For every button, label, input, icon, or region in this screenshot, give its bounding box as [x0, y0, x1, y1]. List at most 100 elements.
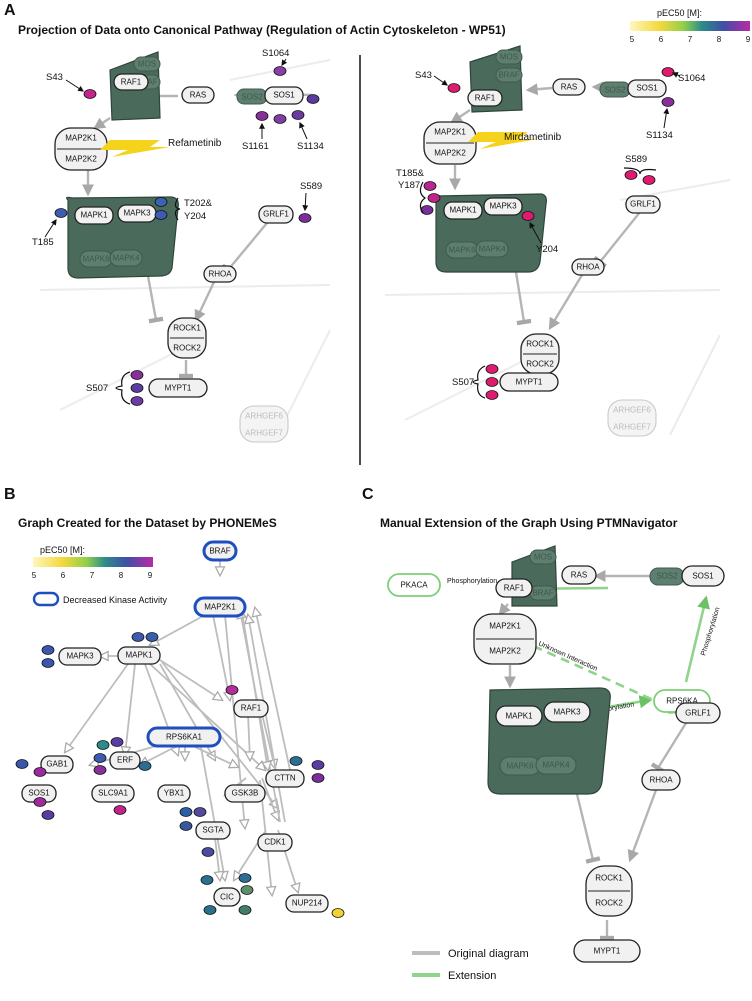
- pathway-right: MOS BRAF RAF1 RAS SOS2 SOS1 MAP2K1 MAP2K…: [396, 45, 705, 437]
- site-dot: [41, 645, 55, 655]
- colorbar-a: pEC50 [M]: 5 6 7 8 9: [630, 8, 751, 44]
- pointer-s589-a: [302, 192, 309, 212]
- node-nup214-b-label: NUP214: [292, 899, 323, 908]
- node-sos1-a: [264, 86, 304, 105]
- edge-grlf-rhoa: [221, 222, 268, 277]
- node-mapk3-r: [483, 197, 523, 216]
- panel-letter-a: A: [4, 2, 16, 19]
- panel-letter-b: B: [4, 486, 16, 503]
- node-sos1-r: [627, 79, 667, 98]
- node-rps6ka-c-label: RPS6KA: [666, 697, 698, 706]
- node-mypt1-a: [148, 378, 208, 398]
- drug-refametinib: Refametinib: [168, 138, 222, 149]
- site-dot: [154, 197, 168, 207]
- node-cdk1-b-label: CDK1: [264, 838, 286, 847]
- colorbar-a-tick-8: 8: [717, 35, 722, 44]
- node-mypt1-c: [573, 939, 641, 963]
- node-ras-c-label: RAS: [571, 571, 587, 580]
- site-dot: [289, 756, 303, 766]
- ext-edge-rps6ka-sos1: [684, 595, 710, 683]
- brace-t202-a: [174, 197, 181, 221]
- node-ras-a-label: RAS: [190, 91, 206, 100]
- node-cdk1-b: [257, 833, 293, 852]
- arhgef-group-a: [239, 405, 289, 443]
- node-ras-a: [181, 86, 215, 104]
- node-grlf1-c-label: GRLF1: [685, 709, 711, 718]
- edge-grlf-rhoa-r: [593, 211, 641, 269]
- site-label-s1134-r: S1134: [646, 130, 673, 141]
- site-label-s589-r: S589: [625, 154, 647, 165]
- site-dot: [33, 797, 47, 807]
- site-dot: [96, 740, 110, 750]
- node-rock2-a-label: ROCK2: [173, 344, 201, 353]
- node-rock2-r-label: ROCK2: [526, 360, 554, 369]
- node-slc9a1-b-label: SLC9A1: [98, 789, 128, 798]
- node-mapk4-c-label: MAPK4: [542, 761, 570, 770]
- node-mapk1-b-label: MAPK1: [125, 651, 153, 660]
- edge-grlf-rhoa-c: [650, 722, 688, 774]
- node-mapk4-a-label: MAPK4: [112, 254, 140, 263]
- node-arhgef6-a-label: ARHGEF6: [245, 412, 283, 421]
- node-erf-b-label: ERF: [117, 756, 133, 765]
- node-cttn-b-label: CTTN: [274, 774, 296, 783]
- site-dot: [130, 370, 144, 380]
- ext-label-unknown: Unknown Interaction: [537, 640, 598, 672]
- colorbar-a-tick-7: 7: [688, 35, 693, 44]
- arhgef-group-r: [607, 399, 657, 437]
- node-rhoa-c: [641, 769, 681, 791]
- edge: [199, 741, 225, 880]
- site-dot: [298, 213, 312, 223]
- node-rhoa-r-label: RHOA: [576, 263, 600, 272]
- node-sos2-c-label: SOS2: [656, 572, 678, 581]
- pointer-t185-a: [44, 218, 57, 238]
- site-label-t185-a: T185: [32, 237, 54, 248]
- node-ras-r-label: RAS: [561, 83, 577, 92]
- pathway-c: Phosphorylation Phosphorylation Phosphor…: [387, 545, 725, 963]
- colorbar-a-label: pEC50 [M]:: [657, 8, 702, 18]
- node-rhoa-a: [203, 265, 237, 283]
- pointer-s1134-a: [299, 121, 308, 140]
- site-dot: [179, 821, 193, 831]
- node-mapk1-r: [443, 201, 483, 220]
- node-mapk6-a-label: MAPK6: [82, 255, 110, 264]
- site-dot: [201, 847, 215, 857]
- site-dot: [130, 383, 144, 393]
- node-mos-a-label: MOS: [138, 60, 156, 69]
- node-arhgef7-r-label: ARHGEF7: [613, 423, 651, 432]
- node-cic-b: [213, 887, 241, 907]
- node-braf-r-label: BRAF: [498, 71, 519, 80]
- colorbar-b-tick-7: 7: [90, 571, 95, 580]
- colorbar-b-tick-8: 8: [119, 571, 124, 580]
- edge: [65, 663, 129, 752]
- colorbar-a-tick-6: 6: [659, 35, 664, 44]
- site-dot: [311, 773, 325, 783]
- colorbar-b-gradient: [33, 557, 153, 567]
- site-label-s43-r: S43: [415, 70, 432, 81]
- site-dot: [54, 208, 68, 218]
- node-pkaca-c: [387, 573, 441, 597]
- site-dot: [624, 170, 638, 180]
- node-mapk3-b-label: MAPK3: [66, 652, 94, 661]
- colorbar-b-tick-6: 6: [61, 571, 66, 580]
- site-label-t185-r: T185&: [396, 168, 425, 179]
- node-raf1-r: [467, 89, 503, 107]
- node-mos-c-label: MOS: [534, 553, 552, 562]
- faded-edge: [669, 334, 721, 436]
- node-mapk4-c: [535, 755, 577, 775]
- pointer-y204-r: [529, 221, 542, 244]
- node-map2k1-b-label: MAP2K1: [204, 603, 236, 612]
- site-dot: [240, 885, 254, 895]
- site-dot: [93, 753, 107, 763]
- edge-raf-map2k-c: [498, 602, 511, 616]
- node-grlf1-a-label: GRLF1: [263, 210, 289, 219]
- node-map2k2-a-label: MAP2K2: [65, 155, 97, 164]
- colorbar-b: pEC50 [M]: 5 6 7 8 9 Decreased Kinase Ac…: [32, 545, 168, 607]
- edge-rhoa-rock: [194, 281, 216, 323]
- site-label-s1064-a: S1064: [262, 48, 289, 59]
- node-gsk3b-b: [224, 784, 266, 803]
- site-dot: [110, 737, 124, 747]
- edge-mapk-rock-r: [514, 271, 532, 326]
- site-dot: [238, 873, 252, 883]
- site-dot: [661, 67, 675, 77]
